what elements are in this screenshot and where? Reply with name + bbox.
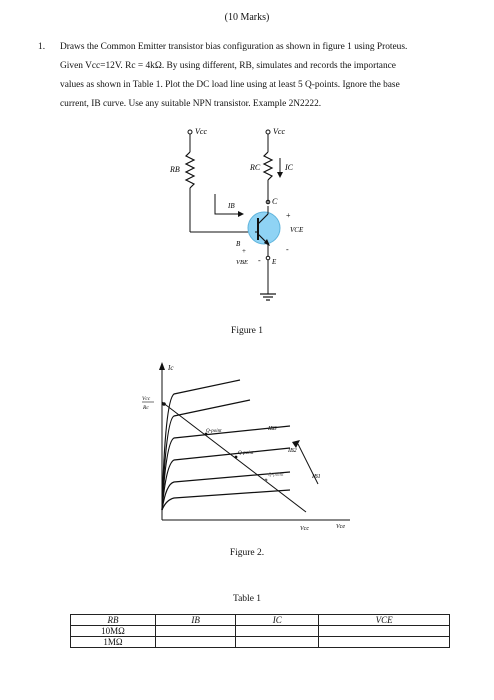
table-row: 10MΩ	[70, 625, 450, 637]
question-line: values as shown in Table 1. Plot the DC …	[60, 80, 400, 90]
question-line: current, IB curve. Use any suitable NPN …	[60, 99, 322, 109]
x-axis-label: Vce	[336, 524, 345, 530]
cell-ib[interactable]	[154, 636, 237, 648]
qpoint1-label: Q-point	[206, 429, 222, 434]
figure1-caption: Figure 1	[231, 326, 263, 336]
question-line: Given Vcc=12V. Rc = 4kΩ. By using differ…	[60, 61, 396, 71]
rc-resistor	[262, 151, 274, 181]
question-number: 1.	[38, 42, 46, 52]
ic-label: IC	[284, 163, 294, 172]
y-intercept-numerator: Vcc	[142, 396, 151, 402]
x-intercept-label: Vcc	[300, 526, 309, 532]
ib2-label: IB2	[287, 448, 297, 454]
cell-vce[interactable]	[318, 636, 450, 648]
marks-label: (10 Marks)	[224, 12, 270, 23]
ib1-label: IB1	[311, 474, 321, 480]
dc-load-line	[161, 401, 307, 513]
vcc-right-label: Vcc	[273, 127, 285, 136]
cell-rb: 10MΩ	[70, 625, 156, 637]
q-point	[234, 455, 238, 459]
circuit-diagram: Vcc RB IB B + Vcc RC IC C + VCE - VBE - …	[169, 127, 304, 301]
cell-ic[interactable]	[235, 636, 320, 648]
table-row: 1MΩ	[70, 636, 450, 648]
curve	[161, 379, 241, 511]
minus-vce: -	[286, 245, 289, 254]
table-caption: Table 1	[232, 594, 262, 604]
curve	[161, 489, 291, 511]
cell-vce[interactable]	[318, 625, 450, 637]
col-header-rb: RB	[70, 614, 156, 626]
y-axis-label: Ic	[167, 364, 174, 372]
b-label: B	[236, 240, 241, 248]
vce-label: VCE	[290, 226, 304, 234]
col-header-ib: IB	[154, 614, 237, 626]
ib-label: IB	[227, 202, 235, 210]
table-header-row: RB IB IC VCE	[70, 614, 450, 626]
load-line-diagram: Ic Vcc Rc Q-point Q-point Q-point IB3 IB…	[142, 362, 350, 532]
qpoint2-label: Q-point	[238, 451, 254, 456]
cell-rb: 1MΩ	[70, 636, 156, 648]
minus-vbe: -	[258, 256, 261, 265]
curve	[161, 447, 291, 511]
direction-arrow	[297, 443, 319, 485]
vcc-left-label: Vcc	[195, 127, 207, 136]
question-text: Draws the Common Emitter transistor bias…	[60, 38, 470, 114]
plus-c: +	[286, 211, 291, 220]
plus-b: +	[242, 247, 246, 255]
qpoint3-label: Q-point	[268, 473, 284, 478]
c-label: C	[272, 197, 278, 206]
question-line: Draws the Common Emitter transistor bias…	[60, 42, 408, 52]
figure2-caption: Figure 2.	[229, 548, 265, 558]
e-label: E	[271, 258, 277, 266]
rb-label: RB	[169, 165, 180, 174]
y-intercept-denominator: Rc	[142, 405, 149, 411]
cell-ib[interactable]	[154, 625, 237, 637]
vbe-label: VBE	[236, 259, 248, 266]
load-line-start	[162, 402, 166, 406]
ib3-label: IB3	[267, 426, 277, 432]
col-header-vce: VCE	[318, 614, 450, 626]
cell-ic[interactable]	[235, 625, 320, 637]
q-point	[264, 478, 268, 482]
rb-resistor	[184, 151, 196, 189]
q-point	[204, 432, 208, 436]
rc-label: RC	[249, 163, 261, 172]
results-table: RB IB IC VCE 10MΩ 1MΩ	[70, 614, 450, 648]
npn-transistor	[247, 211, 281, 245]
col-header-ic: IC	[235, 614, 320, 626]
